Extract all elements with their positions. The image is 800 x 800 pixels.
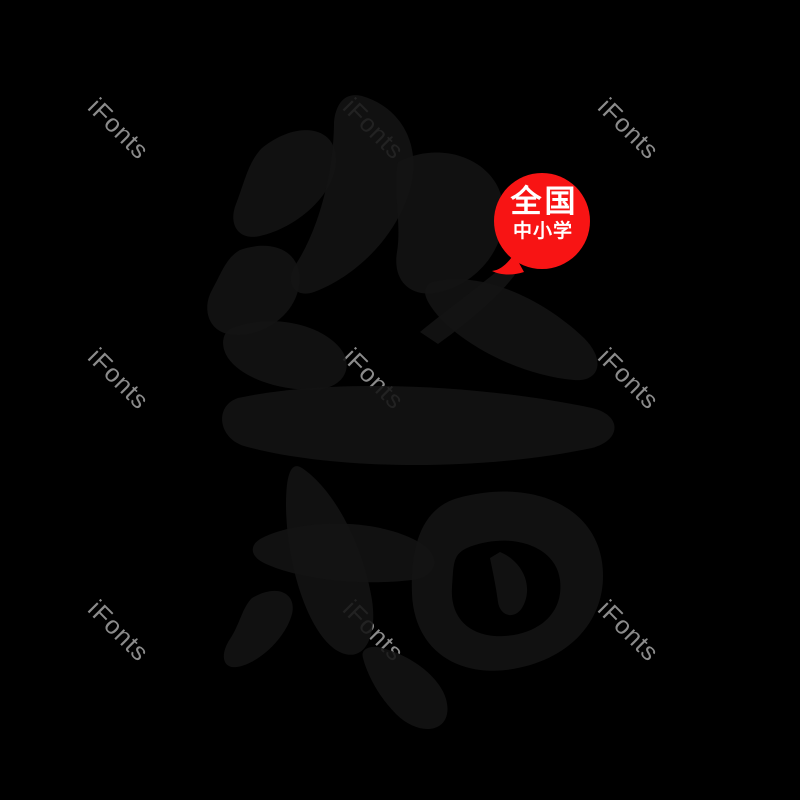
badge-tail bbox=[492, 254, 524, 275]
badge-line2: 中小学 bbox=[512, 221, 573, 242]
badge-line1: 全国 bbox=[510, 184, 579, 219]
badge-text: 全国 中小学 bbox=[494, 186, 592, 241]
badge-circle bbox=[494, 173, 590, 269]
